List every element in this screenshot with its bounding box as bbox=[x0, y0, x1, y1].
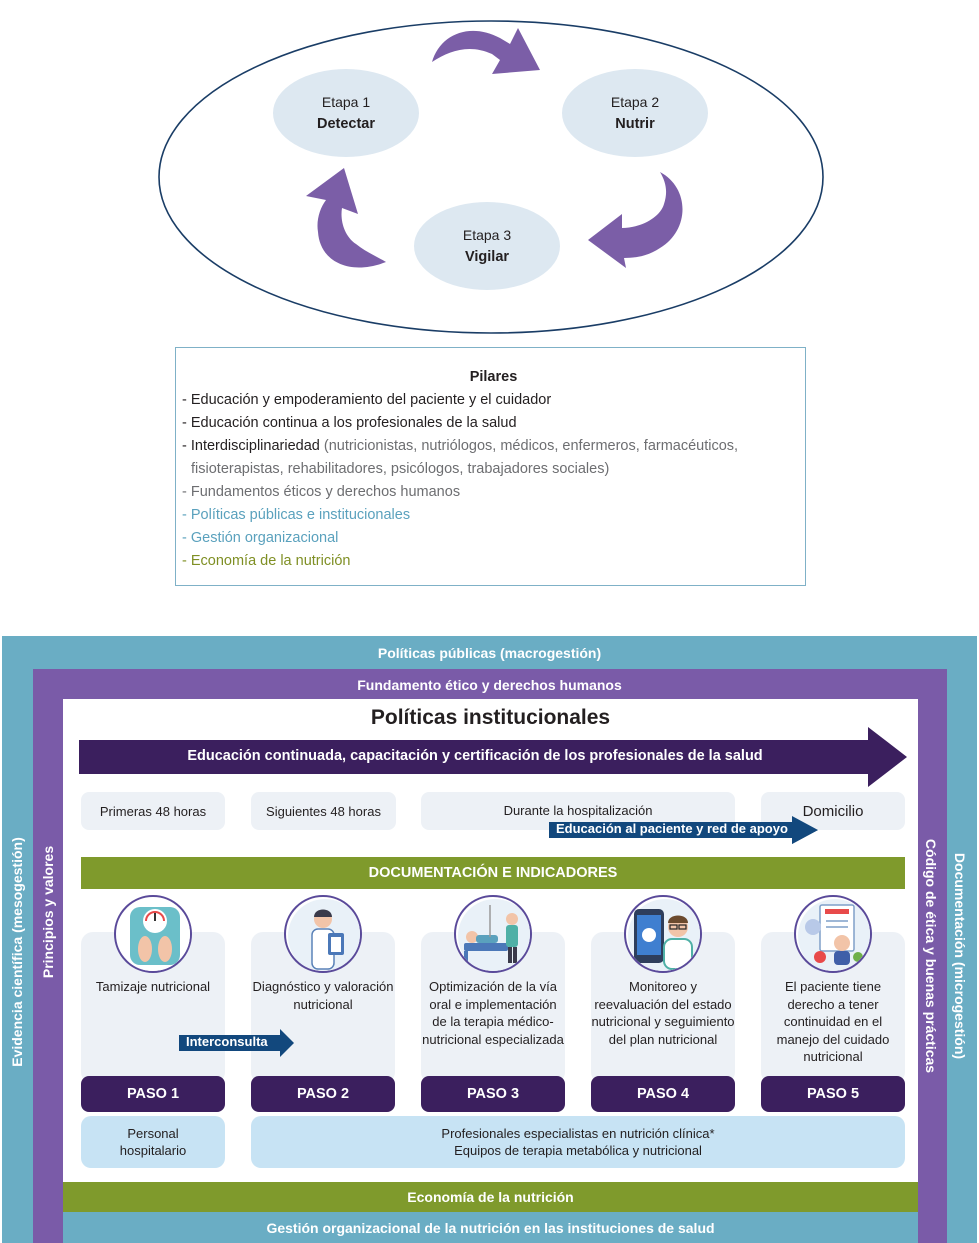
arrow-stage1-to-stage2-icon bbox=[432, 28, 540, 74]
patient-education-label: Educación al paciente y red de apoyo bbox=[556, 821, 788, 836]
staff-specialists: Profesionales especialistas en nutrición… bbox=[251, 1116, 905, 1168]
stage-3-name: Vigilar bbox=[464, 249, 510, 265]
education-arrow-label: Educación continuada, capacitación y cer… bbox=[187, 748, 763, 764]
paso-5-label: PASO 5 bbox=[761, 1076, 905, 1112]
macro-title: Políticas públicas (macrogestión) bbox=[377, 645, 602, 661]
doctor-clipboard-icon bbox=[284, 895, 362, 973]
management-band: Gestión organizacional de la nutrición e… bbox=[63, 1212, 918, 1243]
pilares-box: Pilares - Educación y empoderamiento del… bbox=[175, 347, 806, 586]
timeline-first-48h: Primeras 48 horas bbox=[81, 792, 225, 830]
stage-3: Etapa 3 Vigilar bbox=[414, 202, 560, 290]
step-3-text: Optimización de la vía oral e implementa… bbox=[422, 979, 564, 1047]
staff-specialists-line: Profesionales especialistas en nutrición… bbox=[441, 1126, 715, 1141]
staff-hospital: Personal hospitalario bbox=[81, 1116, 225, 1168]
interconsulta-label: Interconsulta bbox=[186, 1034, 268, 1049]
pilar-item-label: - Interdisciplinariedad bbox=[182, 438, 320, 454]
pilar-item-detail: (nutricionistas, nutriólogos, médicos, e… bbox=[323, 438, 739, 454]
pilar-item: - Economía de la nutrición bbox=[182, 553, 351, 569]
step-1-text: Tamizaje nutricional bbox=[95, 979, 211, 994]
paso-2-label: PASO 2 bbox=[251, 1076, 395, 1112]
stage-3-number: Etapa 3 bbox=[462, 227, 512, 243]
pilar-item: - Interdisciplinariedad (nutricionistas,… bbox=[182, 435, 805, 458]
pilar-item: - Gestión organizacional bbox=[182, 530, 339, 546]
documentation-bar: DOCUMENTACIÓN E INDICADORES bbox=[81, 857, 905, 889]
stage-2-number: Etapa 2 bbox=[610, 94, 660, 110]
arrow-stage3-to-stage1-icon bbox=[306, 168, 386, 268]
institutional-title: Políticas institucionales bbox=[370, 706, 611, 729]
pilar-item: - Fundamentos éticos y derechos humanos bbox=[182, 484, 461, 500]
ethics-title: Fundamento ético y derechos humanos bbox=[357, 677, 622, 693]
paso-4-label: PASO 4 bbox=[591, 1076, 735, 1112]
pilares-title: Pilares bbox=[469, 369, 518, 385]
pilar-item: - Educación continua a los profesionales… bbox=[182, 415, 517, 431]
education-arrow-shape bbox=[79, 727, 907, 787]
staff-hospital-line: Personal bbox=[127, 1126, 179, 1141]
cycle-ellipse bbox=[158, 20, 824, 334]
pilar-item-detail-cont: fisioterapistas, rehabilitadores, psicól… bbox=[191, 461, 610, 477]
diet-plan-icon bbox=[794, 895, 872, 973]
timeline-next-48h: Siguientes 48 horas bbox=[251, 792, 396, 830]
step-4-text: Monitoreo y reevaluación del estado nutr… bbox=[591, 979, 735, 1047]
stage-1: Etapa 1 Detectar bbox=[273, 69, 419, 157]
phone-doctor-icon bbox=[624, 895, 702, 973]
stage-2: Etapa 2 Nutrir bbox=[562, 69, 708, 157]
step-2-text: Diagnóstico y valoración nutricional bbox=[252, 979, 394, 1012]
stage-2-name: Nutrir bbox=[615, 116, 655, 132]
scale-icon bbox=[114, 895, 192, 973]
hospital-bed-icon bbox=[454, 895, 532, 973]
staff-specialists-line: Equipos de terapia metabólica y nutricio… bbox=[454, 1143, 702, 1158]
pilar-item: - Educación y empoderamiento del pacient… bbox=[182, 392, 552, 408]
economy-band: Economía de la nutrición bbox=[63, 1182, 918, 1212]
staff-hospital-line: hospitalario bbox=[119, 1143, 187, 1158]
paso-1-label: PASO 1 bbox=[81, 1076, 225, 1112]
arrow-stage2-to-stage3-icon bbox=[588, 172, 683, 268]
stage-1-number: Etapa 1 bbox=[321, 94, 371, 110]
pilar-item: - Políticas públicas e institucionales bbox=[182, 507, 411, 523]
paso-3-label: PASO 3 bbox=[421, 1076, 565, 1112]
stage-1-name: Detectar bbox=[316, 116, 376, 132]
step-5-text: El paciente tiene derecho a tener contin… bbox=[776, 979, 890, 1064]
cycle-diagram bbox=[158, 20, 824, 334]
